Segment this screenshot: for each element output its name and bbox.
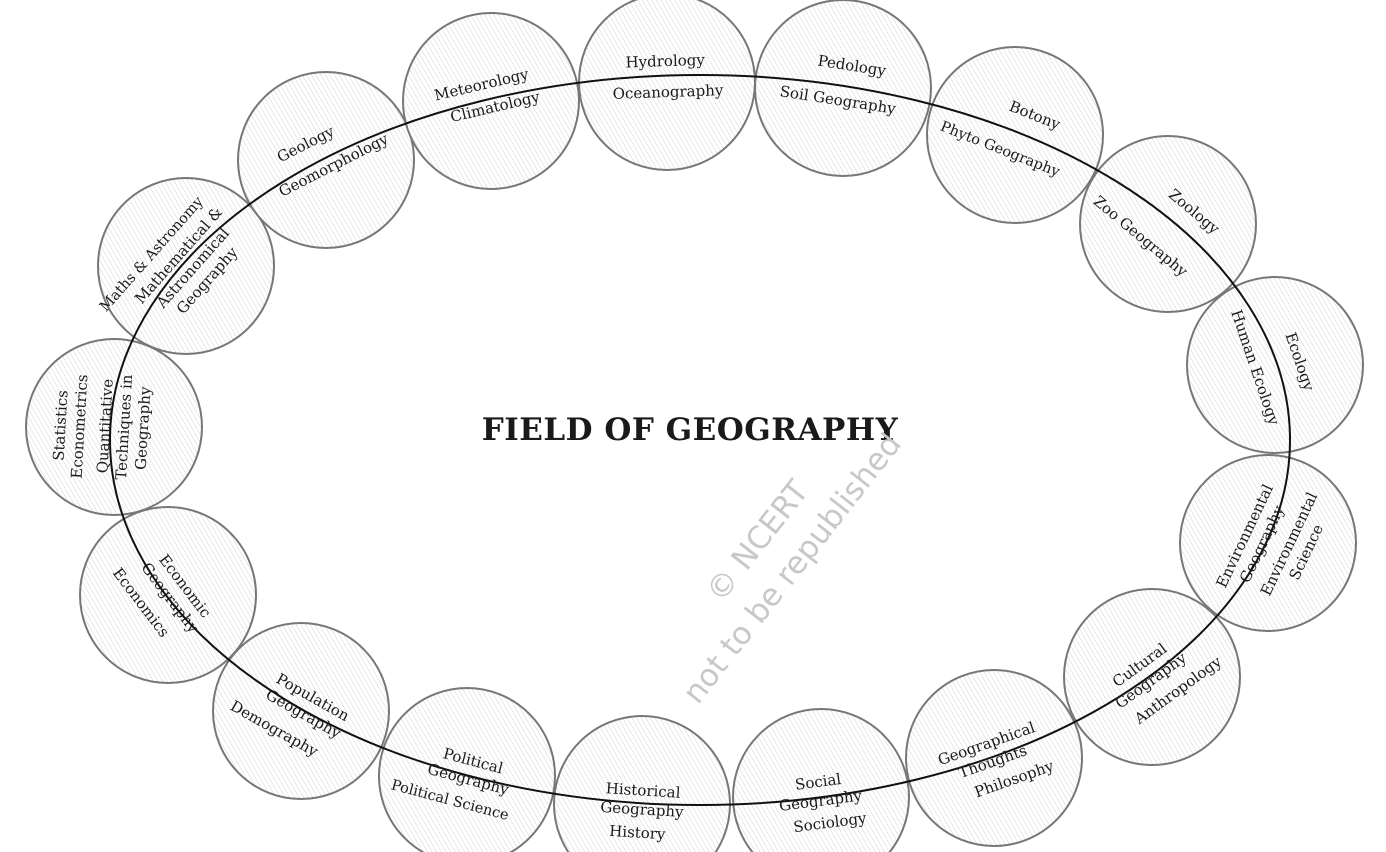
inner-label-statistics-line-1: Quantitative — [93, 378, 116, 474]
circle-sociology — [732, 708, 910, 852]
outer-label-statistics-line-1: Statistics — [49, 390, 71, 462]
circle-pedology — [754, 0, 932, 177]
circle-statistics — [25, 338, 203, 516]
outer-label-history: History — [609, 822, 667, 843]
circle-political — [378, 687, 556, 852]
outer-label-hydrology: Hydrology — [625, 51, 705, 72]
circle-environmental — [1179, 454, 1357, 632]
outer-label-group-hydrology: Hydrology — [625, 51, 705, 72]
circle-meteorology — [402, 12, 580, 190]
circle-zoology — [1079, 135, 1257, 313]
inner-label-statistics-line-3: Geography — [132, 386, 155, 471]
circle-ecology — [1186, 276, 1364, 454]
ring-layer — [109, 74, 1291, 806]
circle-maths — [97, 177, 275, 355]
inner-label-sociology-line-1: Social — [794, 770, 842, 794]
circle-botany — [926, 46, 1104, 224]
circle-anthropology — [1063, 588, 1241, 766]
inner-label-hydrology: Oceanography — [612, 81, 724, 103]
outer-label-group-history: History — [609, 822, 667, 843]
inner-label-history-line-2: Geography — [600, 798, 685, 821]
circle-philosophy — [905, 669, 1083, 847]
inner-label-history-line-1: Historical — [605, 779, 681, 802]
outer-label-statistics-line-2: Econometrics — [67, 374, 91, 479]
circle-demography — [212, 622, 390, 800]
circles-layer — [25, 0, 1364, 852]
connecting-ring — [109, 74, 1291, 806]
circle-geology — [237, 71, 415, 249]
diagram-title: FIELD OF GEOGRAPHY — [481, 412, 899, 448]
circle-economics — [79, 506, 257, 684]
inner-label-group-hydrology: Oceanography — [612, 81, 724, 103]
